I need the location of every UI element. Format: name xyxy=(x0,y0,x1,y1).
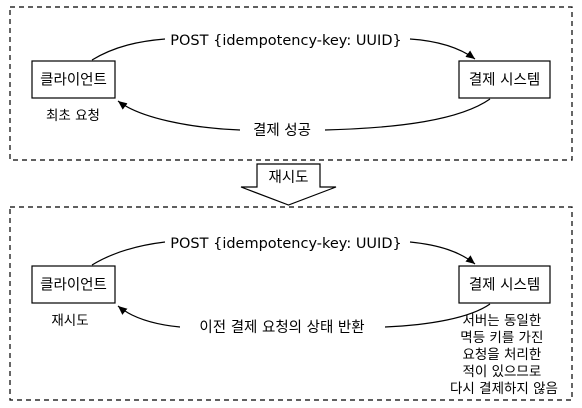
bottom-response-arrow xyxy=(117,305,181,328)
top-request-arrow xyxy=(91,38,166,61)
server-note-line: 요청을 처리한 xyxy=(462,347,541,363)
top-client-box xyxy=(31,60,116,99)
server-note-line: 서버는 동일한 xyxy=(462,313,541,329)
top-response-arrow xyxy=(117,100,241,131)
top-response-arrow-tail xyxy=(324,98,491,131)
bottom-request-arrow xyxy=(91,241,166,266)
transition-arrow xyxy=(240,163,337,206)
server-note-line: 다시 결제하지 않음 xyxy=(450,381,558,397)
server-note-line: 적이 있으므로 xyxy=(462,364,541,380)
bottom-panel-frame xyxy=(9,206,573,401)
bottom-client-box-label: 클라이언트 xyxy=(40,277,107,294)
top-client-note: 최초 요청 xyxy=(46,108,100,124)
bottom-client-box xyxy=(31,265,116,304)
top-client-box-label: 클라이언트 xyxy=(40,72,107,89)
top-panel-frame xyxy=(9,6,573,161)
transition-label: 재시도 xyxy=(268,169,308,186)
bottom-request-arrowhead-line xyxy=(409,241,476,265)
top-payment-box-label: 결제 시스템 xyxy=(469,72,540,89)
bottom-payment-box xyxy=(458,265,551,304)
bottom-payment-box-label: 결제 시스템 xyxy=(469,277,540,294)
bottom-client-note: 재시도 xyxy=(51,313,88,329)
bottom-request-label: POST {idempotency-key: UUID} xyxy=(170,236,401,252)
top-response-label: 결제 성공 xyxy=(253,122,311,139)
server-note: 서버는 동일한 멱등 키를 가진 요청을 처리한 적이 있으므로 다시 결제하지… xyxy=(450,313,558,397)
bottom-response-label: 이전 결제 요청의 상태 반환 xyxy=(199,319,364,336)
top-request-arrowhead-line xyxy=(409,38,476,60)
bottom-response-arrow-tail xyxy=(384,303,491,328)
top-request-label: POST {idempotency-key: UUID} xyxy=(170,33,401,49)
server-note-line: 멱등 키를 가진 xyxy=(460,330,543,346)
top-payment-box xyxy=(458,60,551,99)
